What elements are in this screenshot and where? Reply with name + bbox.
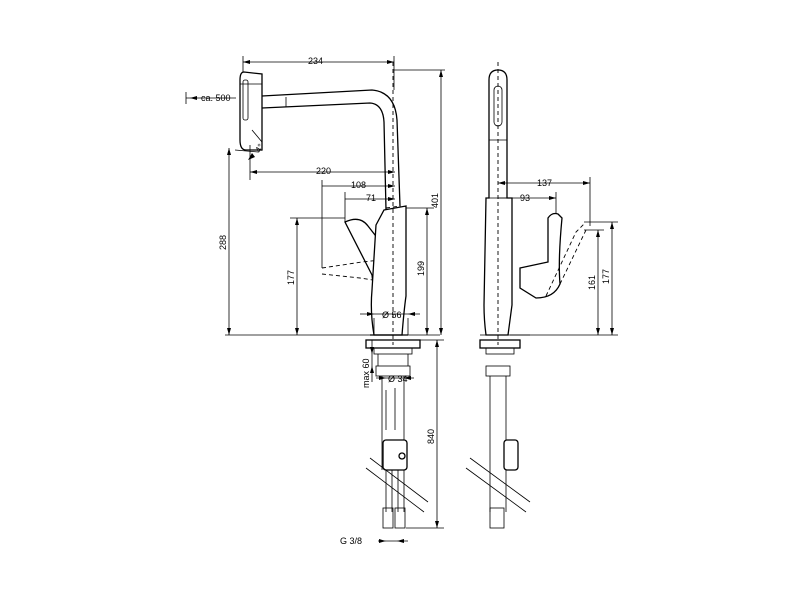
spout-outline <box>261 89 401 207</box>
dim-161: 161 <box>587 275 597 290</box>
dim-401: 401 <box>430 193 440 208</box>
dim-177-side: 177 <box>601 269 611 284</box>
dim-max-60: max 60 <box>361 358 371 388</box>
dim-diameter-34: Ø 34 <box>388 374 408 384</box>
dim-71: 71 <box>366 193 376 203</box>
dim-177-front: 177 <box>286 270 296 285</box>
dim-ca-500: ca. 500 <box>201 93 231 103</box>
dim-220: 220 <box>316 166 331 176</box>
side-lever <box>519 212 563 299</box>
side-view <box>465 62 587 529</box>
dim-199: 199 <box>416 261 426 276</box>
dim-93: 93 <box>520 193 530 203</box>
dimension-labels: 234 ca. 500 4° 220 108 71 288 177 199 40… <box>201 56 611 546</box>
dimension-lines <box>185 56 618 543</box>
dim-137: 137 <box>537 178 552 188</box>
dim-diameter-56: Ø 56 <box>382 310 402 320</box>
spray-head <box>239 71 263 151</box>
dim-108: 108 <box>351 180 366 190</box>
dim-234: 234 <box>308 56 323 66</box>
front-view <box>225 62 440 529</box>
dim-g-3-8: G 3/8 <box>340 536 362 546</box>
dim-840: 840 <box>426 429 436 444</box>
dim-288: 288 <box>218 235 228 250</box>
valve-block <box>382 439 408 471</box>
